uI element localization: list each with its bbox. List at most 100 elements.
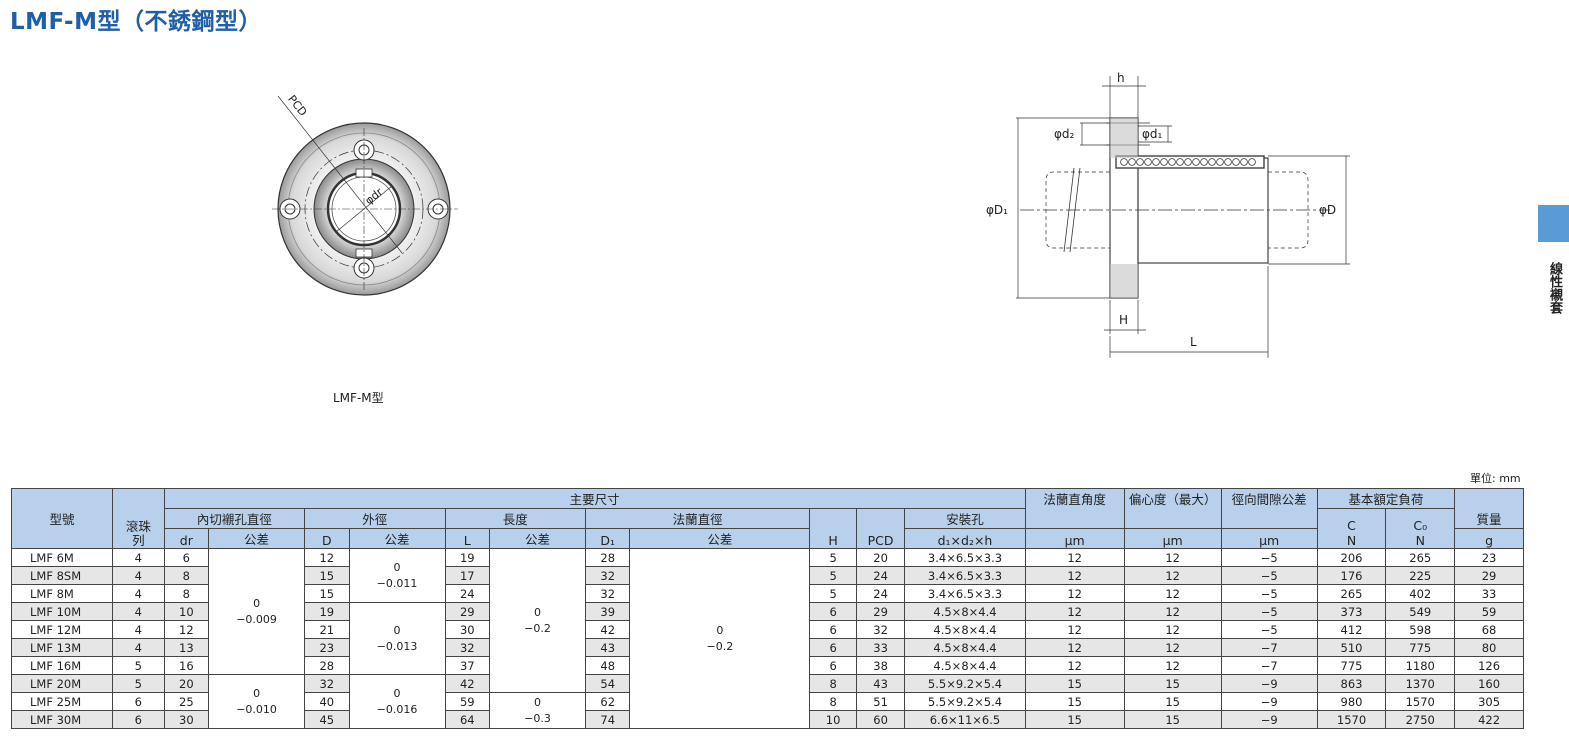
header-balls: 滾珠 列 (112, 488, 165, 549)
cell-D1: 48 (584, 656, 631, 675)
cell-ecc: 12 (1123, 566, 1222, 585)
cell-model: LMF 20M (10, 674, 114, 693)
header-inner: 內切襯孔直徑 (163, 508, 306, 529)
cell-C0: 1370 (1385, 674, 1456, 693)
cell-balls: 4 (112, 584, 165, 603)
d2-label: φd₂ (1054, 127, 1075, 141)
cell-ecc: 12 (1123, 602, 1222, 621)
cell-mass: 29 (1454, 566, 1524, 585)
cell-balls: 4 (112, 638, 165, 657)
H-label: H (1119, 313, 1128, 327)
cell-model: LMF 30M (10, 710, 114, 729)
cell-dr: 12 (163, 620, 210, 639)
cell-PCD: 38 (855, 656, 906, 675)
page-title: LMF-M型（不銹鋼型） (10, 9, 262, 35)
table-row: LMF 16M 5 16 28 37 48 6 38 4.5×8×4.4 12 … (10, 656, 1524, 675)
cell-L: 37 (444, 656, 491, 675)
cell-D1: 32 (584, 584, 631, 603)
cell-balls: 5 (112, 656, 165, 675)
cell-H: 8 (809, 674, 857, 693)
cell-model: LMF 25M (10, 692, 114, 711)
cell-clear: −5 (1220, 584, 1318, 603)
cell-perp: 12 (1024, 566, 1125, 585)
cell-clear: −7 (1220, 656, 1318, 675)
cell-PCD: 32 (855, 620, 906, 639)
cell-model: LMF 8M (10, 584, 114, 603)
header-C0-sym: C₀ (1413, 518, 1428, 533)
cell-PCD: 29 (855, 602, 906, 621)
cell-mass: 33 (1454, 584, 1524, 603)
header-radial-clearance: 徑向間隙公差 (1220, 488, 1318, 529)
cell-perp: 15 (1024, 692, 1125, 711)
cell-H: 8 (809, 692, 857, 711)
cell-hole: 3.4×6.5×3.3 (904, 566, 1026, 585)
cell-mass: 59 (1454, 602, 1524, 621)
cell-L: 59 (444, 692, 491, 711)
cell-D1: 32 (584, 566, 631, 585)
cell-L: 29 (444, 602, 491, 621)
cell-dr: 8 (163, 584, 210, 603)
front-view-drawing: PCD φdr (272, 93, 458, 296)
cell-D1-tol: 0 −0.2 (629, 548, 811, 729)
cell-PCD: 24 (855, 584, 906, 603)
side-tab-label: 線性襯套 (1547, 262, 1562, 314)
header-flange-perp: 法蘭直角度 (1024, 488, 1125, 529)
header-D1-tol: 公差 (629, 528, 811, 549)
h-label: h (1117, 71, 1125, 85)
cell-balls: 6 (112, 710, 165, 729)
table-row: LMF 20M 5 20 0 −0.010 32 0 −0.016 42 54 … (10, 674, 1524, 729)
header-dr: dr (163, 528, 210, 549)
cell-perp: 12 (1024, 656, 1125, 675)
cell-D1: 74 (584, 710, 631, 729)
table-row: LMF 6M 4 6 0 −0.009 12 0 −0.011 19 0 −0.… (10, 548, 1524, 729)
cell-hole: 5.5×9.2×5.4 (904, 674, 1026, 693)
header-D-tol: 公差 (348, 528, 446, 549)
cell-D1: 62 (584, 692, 631, 711)
cell-model: LMF 10M (10, 602, 114, 621)
cell-L: 17 (444, 566, 491, 585)
cell-clear: −5 (1220, 548, 1318, 567)
header-C-unit: N (1346, 533, 1357, 548)
cell-balls: 6 (112, 692, 165, 711)
cell-dr: 30 (163, 710, 210, 729)
cell-clear: −5 (1220, 566, 1318, 585)
cell-C0: 549 (1385, 602, 1456, 621)
cell-hole: 4.5×8×4.4 (904, 638, 1026, 657)
cell-D1: 54 (584, 674, 631, 693)
D1-label: φD₁ (986, 203, 1008, 217)
cell-C0: 775 (1385, 638, 1456, 657)
cell-C: 176 (1316, 566, 1387, 585)
cell-ecc: 15 (1123, 674, 1222, 693)
header-ecc-unit: μm (1123, 528, 1222, 549)
cell-L: 30 (444, 620, 491, 639)
cell-hole: 3.4×6.5×3.3 (904, 584, 1026, 603)
side-tab-marker[interactable] (1538, 205, 1569, 242)
table-row: LMF 12M 4 12 21 30 42 6 32 4.5×8×4.4 12 … (10, 620, 1524, 639)
cell-C0: 2750 (1385, 710, 1456, 729)
header-outer: 外徑 (304, 508, 446, 529)
cell-ecc: 12 (1123, 656, 1222, 675)
cell-model: LMF 13M (10, 638, 114, 657)
cell-H: 6 (809, 620, 857, 639)
cell-mass: 305 (1454, 692, 1524, 711)
cell-hole: 4.5×8×4.4 (904, 656, 1026, 675)
unit-label: 單位: mm (1470, 472, 1521, 485)
cell-PCD: 60 (855, 710, 906, 729)
cell-L: 19 (444, 548, 491, 567)
D-label: φD (1319, 203, 1336, 217)
cell-H: 5 (809, 566, 857, 585)
cell-hole: 3.4×6.5×3.3 (904, 548, 1026, 567)
header-flange-dia: 法蘭直徑 (584, 508, 811, 529)
header-clear-unit: μm (1220, 528, 1318, 549)
cell-dr: 10 (163, 602, 210, 621)
cell-D1: 43 (584, 638, 631, 657)
header-H: H (809, 508, 857, 549)
cell-mass: 422 (1454, 710, 1524, 729)
cell-perp: 15 (1024, 710, 1125, 729)
header-d1d2h: d₁×d₂×h (904, 528, 1026, 549)
cell-PCD: 24 (855, 566, 906, 585)
cell-H: 6 (809, 656, 857, 675)
cell-dr: 16 (163, 656, 210, 675)
cell-PCD: 33 (855, 638, 906, 657)
